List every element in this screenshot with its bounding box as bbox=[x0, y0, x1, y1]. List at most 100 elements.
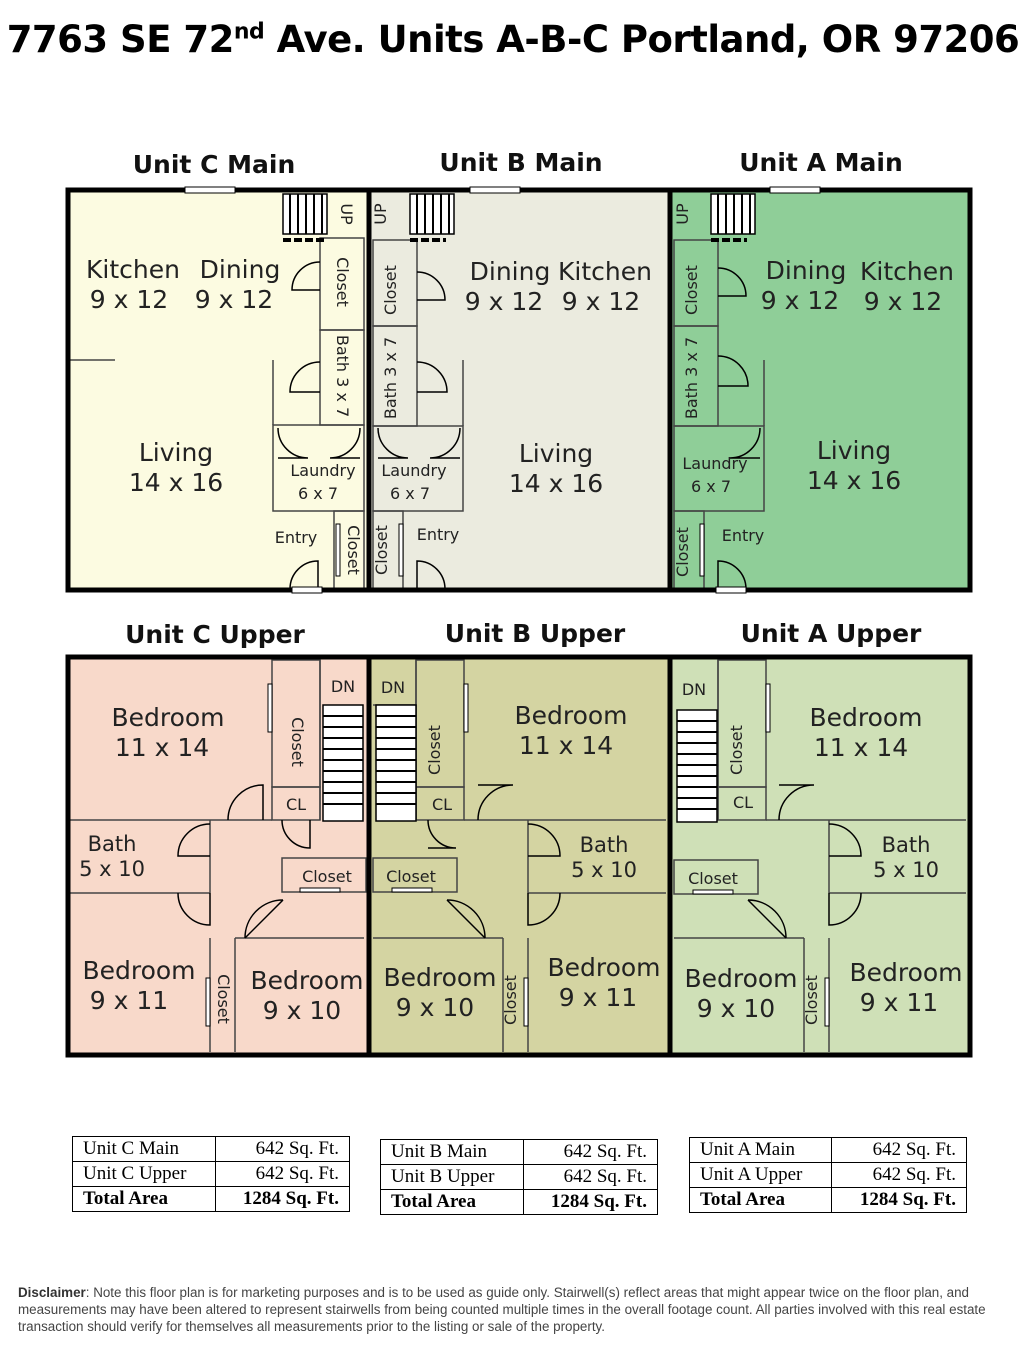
cl-label: CL bbox=[432, 795, 452, 814]
kitchen-label: Kitchen bbox=[860, 257, 954, 286]
living-label: Living bbox=[519, 439, 593, 468]
entry-label: Entry bbox=[417, 525, 460, 544]
heading-unit-b-upper: Unit B Upper bbox=[445, 619, 626, 648]
closet-label: Closet bbox=[501, 975, 520, 1025]
disclaimer-label: Disclaimer bbox=[18, 1285, 86, 1300]
entry-closet-label: Closet bbox=[673, 527, 692, 577]
bath-label: Bath bbox=[882, 833, 931, 857]
unit-a-upper-interior: DN Bedroom 11 x 14 Bath 5 x 10 Bedroom 9… bbox=[673, 659, 966, 1052]
bedroom-dimension: 9 x 11 bbox=[559, 983, 637, 1012]
bath-dimension: 5 x 10 bbox=[873, 858, 939, 882]
closet-label: Closet bbox=[333, 257, 352, 307]
bath-label: Bath 3 x 7 bbox=[381, 337, 400, 419]
dining-dimension: 9 x 12 bbox=[465, 287, 543, 316]
heading-unit-c-upper: Unit C Upper bbox=[125, 620, 305, 649]
unit-a-main-floor bbox=[670, 190, 970, 590]
cl-label: CL bbox=[733, 793, 753, 812]
bath-dimension: 5 x 10 bbox=[79, 857, 145, 881]
closet-label: Closet bbox=[682, 265, 701, 315]
kitchen-label: Kitchen bbox=[558, 257, 652, 286]
bedroom-label: Bedroom bbox=[547, 953, 660, 982]
stairs-down-label: DN bbox=[682, 680, 706, 699]
closet-label: Closet bbox=[802, 975, 821, 1025]
entry-label: Entry bbox=[722, 526, 765, 545]
bath-label: Bath bbox=[580, 833, 629, 857]
bath-label: Bath 3 x 7 bbox=[682, 337, 701, 419]
unit-b-main-interior: UP Dining 9 x 12 Kitchen 9 x 12 Living 1… bbox=[371, 193, 652, 590]
closet-label: Closet bbox=[425, 725, 444, 775]
heading-unit-a-upper: Unit A Upper bbox=[741, 619, 922, 648]
bedroom-dimension: 9 x 10 bbox=[263, 996, 341, 1025]
unit-b-upper-floor bbox=[369, 657, 670, 1055]
stairs-down-label: DN bbox=[381, 678, 405, 697]
living-dimension: 14 x 16 bbox=[129, 468, 223, 497]
kitchen-dimension: 9 x 12 bbox=[562, 287, 640, 316]
unit-c-upper-floor bbox=[68, 657, 369, 1055]
stairs-up-label: UP bbox=[371, 203, 390, 225]
living-dimension: 14 x 16 bbox=[807, 466, 901, 495]
unit-a-main-interior: UP Dining 9 x 12 Kitchen 9 x 12 Living 1… bbox=[673, 193, 954, 590]
bedroom-label: Bedroom bbox=[82, 956, 195, 985]
bath-label: Bath 3 x 7 bbox=[333, 335, 352, 417]
kitchen-label: Kitchen bbox=[86, 255, 180, 284]
dining-label: Dining bbox=[200, 255, 281, 284]
closet-label: Closet bbox=[688, 869, 738, 888]
disclaimer-text: : Note this floor plan is for marketing … bbox=[18, 1285, 986, 1334]
dining-label: Dining bbox=[766, 256, 847, 285]
bedroom-dimension: 11 x 14 bbox=[519, 731, 613, 760]
entry-closet-label: Closet bbox=[372, 525, 391, 575]
kitchen-dimension: 9 x 12 bbox=[864, 287, 942, 316]
dining-dimension: 9 x 12 bbox=[195, 285, 273, 314]
bedroom-dimension: 9 x 10 bbox=[396, 993, 474, 1022]
living-dimension: 14 x 16 bbox=[509, 469, 603, 498]
laundry-label: Laundry bbox=[381, 461, 446, 480]
bedroom-label: Bedroom bbox=[514, 701, 627, 730]
bedroom-dimension: 9 x 10 bbox=[697, 994, 775, 1023]
closet-label: Closet bbox=[302, 867, 352, 886]
heading-unit-a-main: Unit A Main bbox=[739, 148, 903, 177]
stairs-up-label: UP bbox=[673, 203, 692, 225]
closet-label: Closet bbox=[288, 717, 307, 767]
laundry-dimension: 6 x 7 bbox=[691, 477, 731, 496]
bedroom-dimension: 11 x 14 bbox=[814, 733, 908, 762]
bedroom-label: Bedroom bbox=[849, 958, 962, 987]
closet-label: Closet bbox=[727, 725, 746, 775]
bath-dimension: 5 x 10 bbox=[571, 858, 637, 882]
kitchen-dimension: 9 x 12 bbox=[90, 285, 168, 314]
bedroom-label: Bedroom bbox=[111, 703, 224, 732]
closet-label: Closet bbox=[381, 265, 400, 315]
unit-c-upper-interior: DN Bedroom 11 x 14 Bath 5 x 10 Bedroom 9… bbox=[68, 659, 367, 1052]
dining-label: Dining bbox=[470, 257, 551, 286]
disclaimer: Disclaimer: Note this floor plan is for … bbox=[18, 1284, 1013, 1335]
laundry-dimension: 6 x 7 bbox=[390, 484, 430, 503]
unit-b-upper-interior: DN Bedroom 11 x 14 Bath 5 x 10 Bedroom 9… bbox=[372, 659, 666, 1052]
heading-unit-b-main: Unit B Main bbox=[439, 148, 602, 177]
unit-c-main-floor bbox=[68, 190, 369, 590]
bedroom-dimension: 9 x 11 bbox=[860, 988, 938, 1017]
bedroom-dimension: 11 x 14 bbox=[115, 733, 209, 762]
stairs-down-label: DN bbox=[331, 677, 355, 696]
bedroom-label: Bedroom bbox=[250, 966, 363, 995]
bedroom-label: Bedroom bbox=[684, 964, 797, 993]
unit-b-main-floor bbox=[369, 190, 670, 590]
bedroom-dimension: 9 x 11 bbox=[90, 986, 168, 1015]
outer-walls bbox=[65, 186, 973, 1058]
laundry-dimension: 6 x 7 bbox=[298, 484, 338, 503]
entry-label: Entry bbox=[275, 528, 318, 547]
living-label: Living bbox=[817, 436, 891, 465]
cl-label: CL bbox=[286, 795, 306, 814]
bath-label: Bath bbox=[88, 832, 137, 856]
unit-c-main-interior: UP Kitchen 9 x 12 Dining 9 x 12 Living 1… bbox=[68, 193, 365, 590]
living-label: Living bbox=[139, 438, 213, 467]
entry-closet-label: Closet bbox=[344, 525, 363, 575]
heading-unit-c-main: Unit C Main bbox=[133, 150, 296, 179]
bedroom-label: Bedroom bbox=[809, 703, 922, 732]
laundry-label: Laundry bbox=[682, 454, 747, 473]
floor-plan: .lbl { font-family: "DejaVu Sans", sans-… bbox=[65, 148, 973, 1058]
dining-dimension: 9 x 12 bbox=[761, 286, 839, 315]
stairs-up-label: UP bbox=[337, 203, 356, 225]
bedroom-label: Bedroom bbox=[383, 963, 496, 992]
